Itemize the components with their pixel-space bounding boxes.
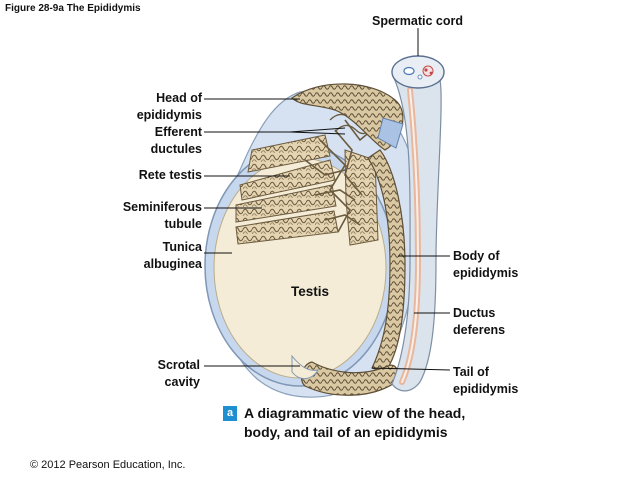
label-line: Tunica (162, 240, 202, 254)
label-tunica-albuginea: Tunica albuginea (100, 239, 202, 273)
leader-tail-of-epididymis (371, 367, 451, 371)
label-line: deferens (453, 323, 506, 337)
copyright-notice: © 2012 Pearson Education, Inc. (30, 459, 186, 471)
label-line: Body of (453, 249, 500, 263)
label-rete-testis: Rete testis (138, 168, 202, 182)
leader-lines (204, 28, 451, 371)
label-head-of-epididymis: Head of epididymis (110, 90, 202, 124)
label-tail-of-epididymis: Tail of epididymis (453, 364, 518, 398)
label-line: Tail of (453, 365, 489, 379)
lobule (235, 184, 337, 223)
label-line: Head of (156, 91, 202, 105)
label-line: cavity (164, 375, 200, 389)
label-line: albuginea (143, 257, 202, 271)
lobule (247, 134, 331, 173)
label-testis: Testis (291, 284, 330, 299)
lobule (239, 159, 336, 201)
figure-title: Figure 28-9a The Epididymis (5, 3, 141, 14)
label-seminiferous-tubule: Seminiferous tubule (90, 199, 202, 233)
label-line: tubule (164, 217, 203, 231)
ductus-deferens-lumen (401, 89, 420, 383)
figure-caption: A diagrammatic view of the head, body, a… (244, 405, 466, 440)
label-efferent-ductules: Efferent ductules (110, 124, 202, 158)
label-scrotal-cavity: Scrotal cavity (110, 357, 200, 391)
label-line: Scrotal (157, 358, 200, 372)
label-line: epididymis (136, 108, 202, 122)
label-spermatic-cord: Spermatic cord (372, 14, 464, 28)
caption-badge: a (223, 406, 237, 421)
head-of-epididymis (291, 83, 404, 151)
label-line: ductules (150, 142, 202, 156)
label-line: Efferent (154, 125, 202, 139)
scrotal-cavity-pocket (291, 354, 320, 379)
spermatic-cord-cross-section (391, 55, 445, 89)
seminiferous-lobules (235, 134, 379, 246)
label-line: epididymis (453, 382, 519, 396)
label-line: Ductus (453, 306, 496, 320)
pampiniform-vessel (377, 117, 404, 149)
label-body-of-epididymis: Body of epididymis (453, 248, 518, 282)
label-line: Seminiferous (122, 200, 202, 214)
leader-efferent-ductules (204, 127, 346, 135)
label-ductus-deferens: Ductus deferens (453, 305, 505, 339)
label-line: epididymis (453, 266, 519, 280)
